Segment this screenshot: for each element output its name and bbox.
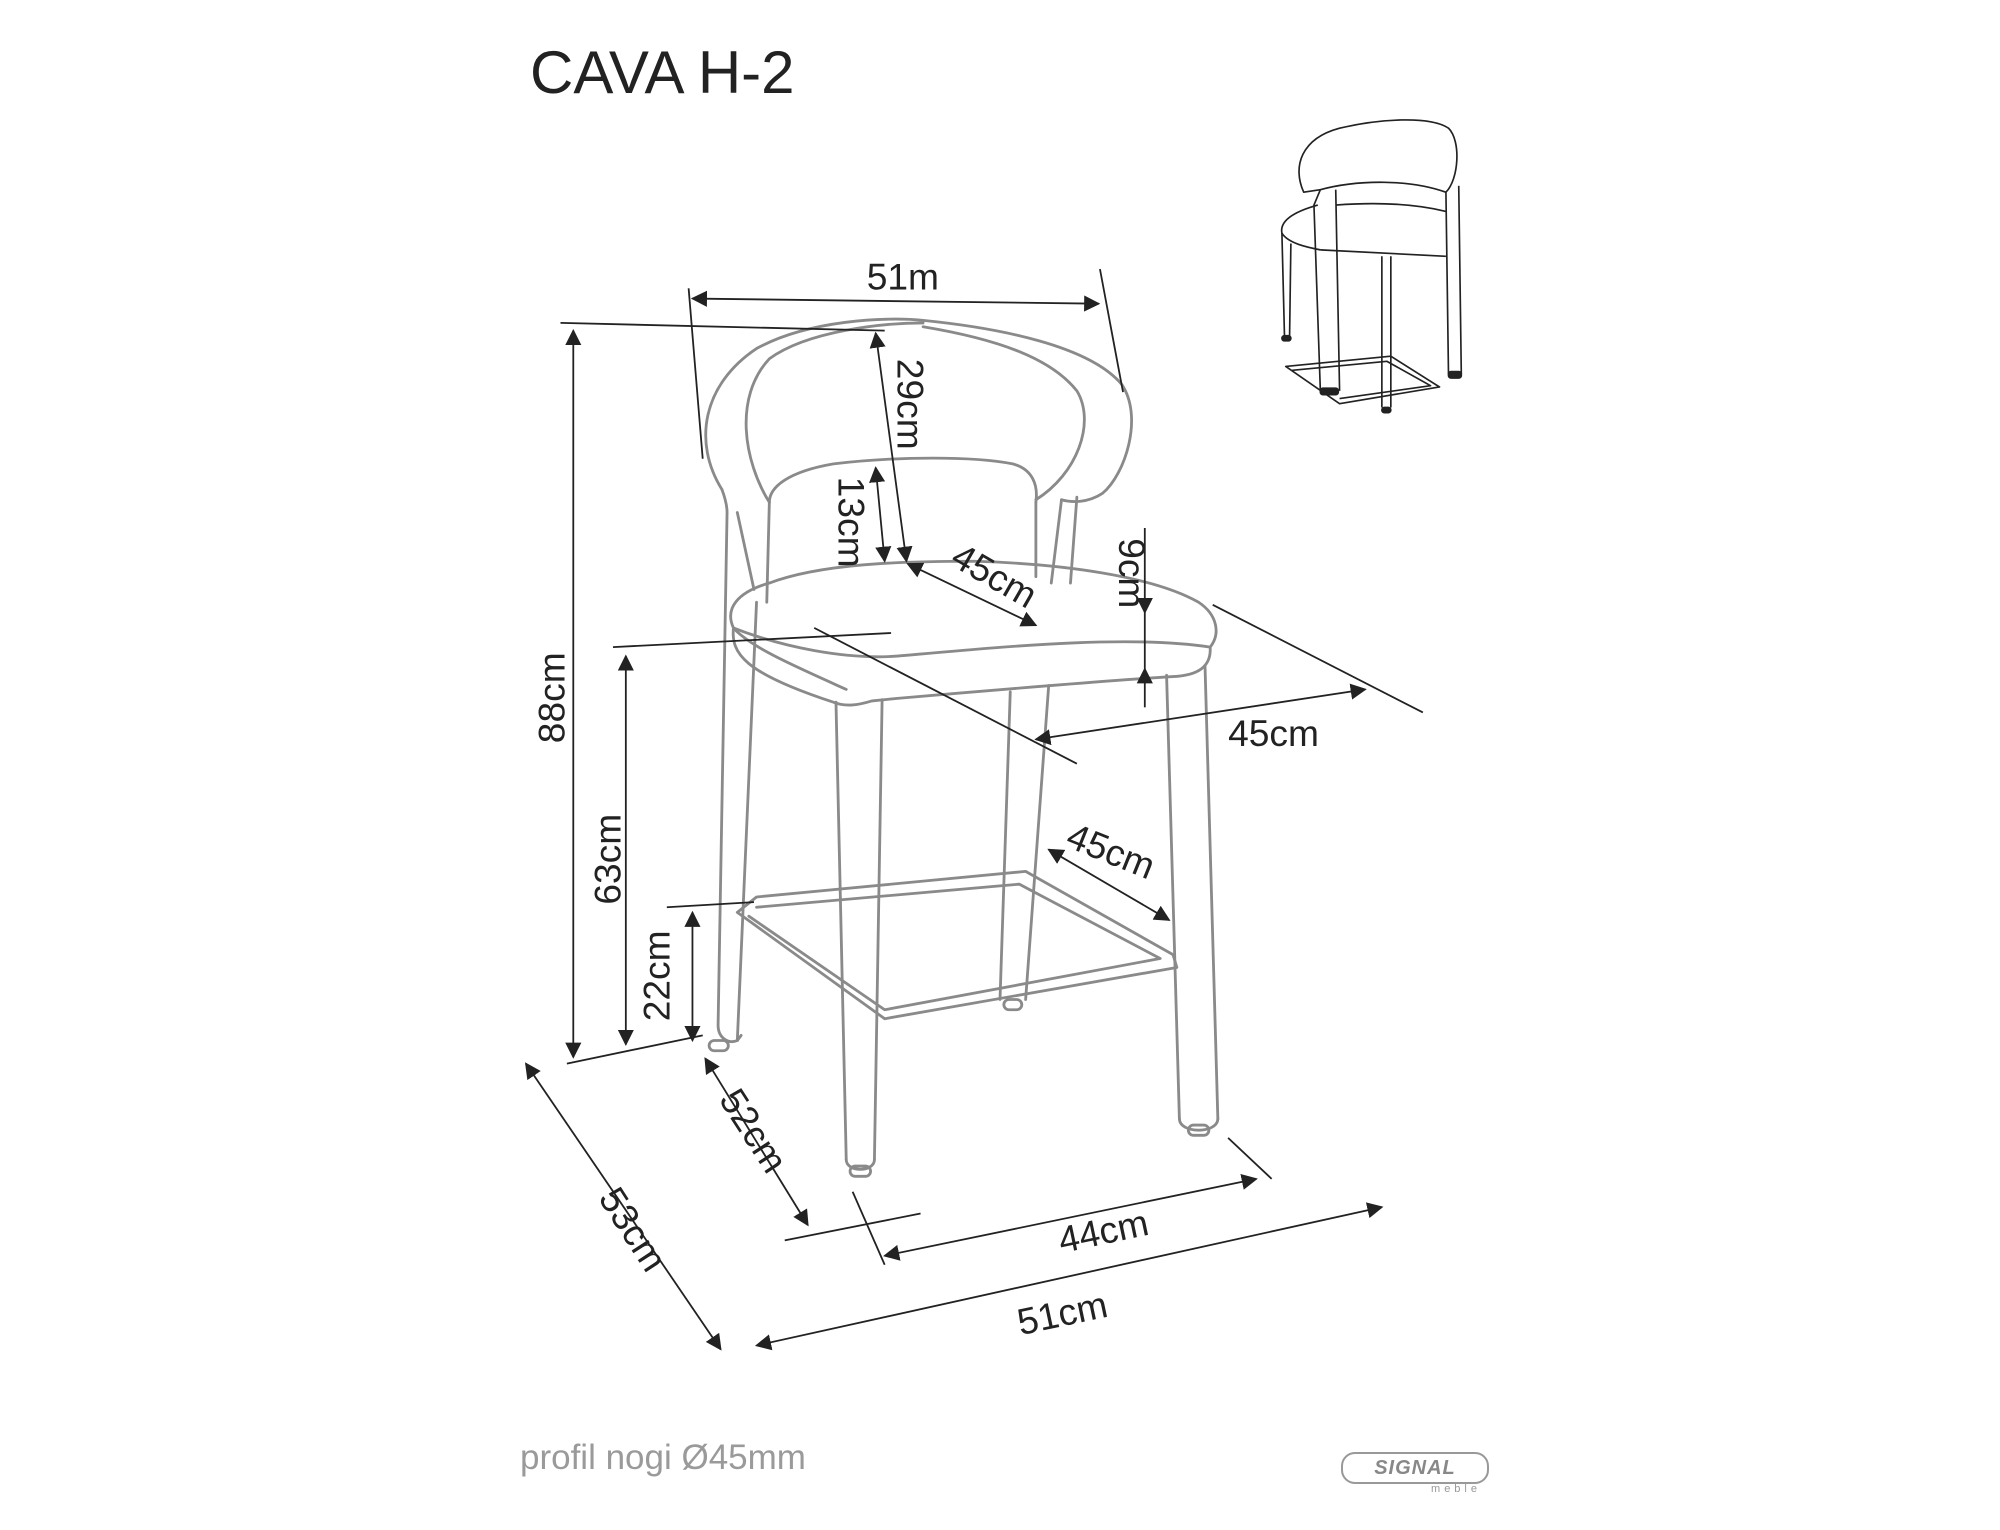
logo-brand: SIGNAL [1341,1452,1489,1484]
label-seat-width: 45cm [1228,712,1319,754]
product-title: CAVA H-2 [530,39,795,106]
label-total-height: 88cm [530,652,572,743]
label-seat-height: 63cm [587,814,629,905]
dimension-labels: 51m 29cm 13cm 45cm 9cm 45cm 88cm 63cm 22… [530,256,1319,1343]
logo-subtitle: meble [1431,1483,1481,1495]
chair-outline [704,317,1220,1178]
label-footrest-width: 45cm [1061,814,1161,887]
label-backrest-width: 51m [867,256,939,298]
label-footrest-height: 22cm [635,930,677,1021]
label-base-depth-outer: 53cm [591,1180,676,1279]
label-backrest-height: 29cm [889,359,931,450]
dimension-lines [524,268,1424,1351]
label-seat-depth: 45cm [945,534,1045,616]
label-base-depth-inner: 52cm [711,1081,796,1180]
label-seat-thickness: 9cm [1111,538,1153,608]
signal-logo: SIGNAL meble [1341,1452,1491,1504]
label-back-lower-height: 13cm [831,477,873,568]
leg-profile-note: profil nogi Ø45mm [520,1438,806,1477]
label-base-width-inner: 44cm [1054,1201,1152,1261]
chair-thumbnail [1280,119,1463,414]
label-base-width-outer: 51cm [1013,1283,1111,1343]
